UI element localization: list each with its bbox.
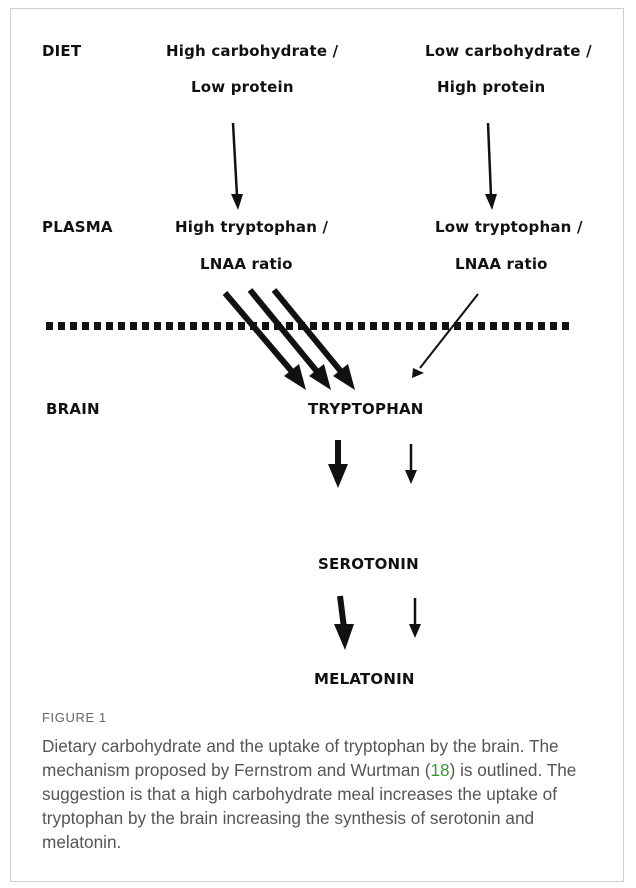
thin-arrow-to-melatonin-head — [409, 624, 421, 638]
diet-right-arrow — [486, 122, 493, 197]
serotonin-label: SEROTONIN — [318, 555, 419, 573]
plasma-right-line2: LNAA ratio — [455, 255, 548, 273]
plasma-right-line1: Low tryptophan / — [435, 218, 583, 236]
thick-arrow-to-melatonin — [337, 595, 347, 629]
low-uptake-arrowhead — [412, 368, 424, 378]
diet-left-arrowhead — [231, 194, 243, 210]
melatonin-label: MELATONIN — [314, 670, 415, 688]
diagram-arrows — [46, 122, 574, 650]
uptake-arrow-1 — [222, 291, 297, 376]
reference-link[interactable]: 18 — [430, 760, 450, 780]
uptake-arrow-3-head — [333, 364, 355, 390]
diet-right-arrowhead — [485, 194, 497, 210]
figure-caption: Dietary carbohydrate and the uptake of t… — [42, 734, 617, 854]
figure-label: FIGURE 1 — [42, 710, 107, 725]
low-uptake-arrow — [419, 293, 479, 369]
uptake-arrow-1-head — [284, 364, 306, 390]
diet-right-line1: Low carbohydrate / — [425, 42, 592, 60]
row-label-diet: DIET — [42, 42, 82, 60]
thick-arrow-to-melatonin-head — [334, 624, 354, 650]
caption-text-part1: Dietary carbohydrate and the uptake of t… — [42, 736, 559, 780]
plasma-left-line1: High tryptophan / — [175, 218, 329, 236]
plasma-left-line2: LNAA ratio — [200, 255, 293, 273]
figure-frame — [10, 8, 624, 882]
caption-text-part2: ) is outlined. The suggestion is that a … — [42, 760, 577, 852]
uptake-arrow-3 — [271, 288, 346, 376]
diet-right-line2: High protein — [437, 78, 546, 96]
tryptophan-label: TRYPTOPHAN — [308, 400, 424, 418]
diet-left-line2: Low protein — [191, 78, 294, 96]
row-label-brain: BRAIN — [46, 400, 100, 418]
uptake-arrow-2 — [247, 288, 322, 376]
diet-left-line1: High carbohydrate / — [166, 42, 339, 60]
row-label-plasma: PLASMA — [42, 218, 113, 236]
thick-arrow-to-serotonin-head — [328, 464, 348, 488]
thin-arrow-to-serotonin-head — [405, 470, 417, 484]
diet-left-arrow — [231, 122, 239, 197]
uptake-arrow-2-head — [309, 364, 331, 390]
